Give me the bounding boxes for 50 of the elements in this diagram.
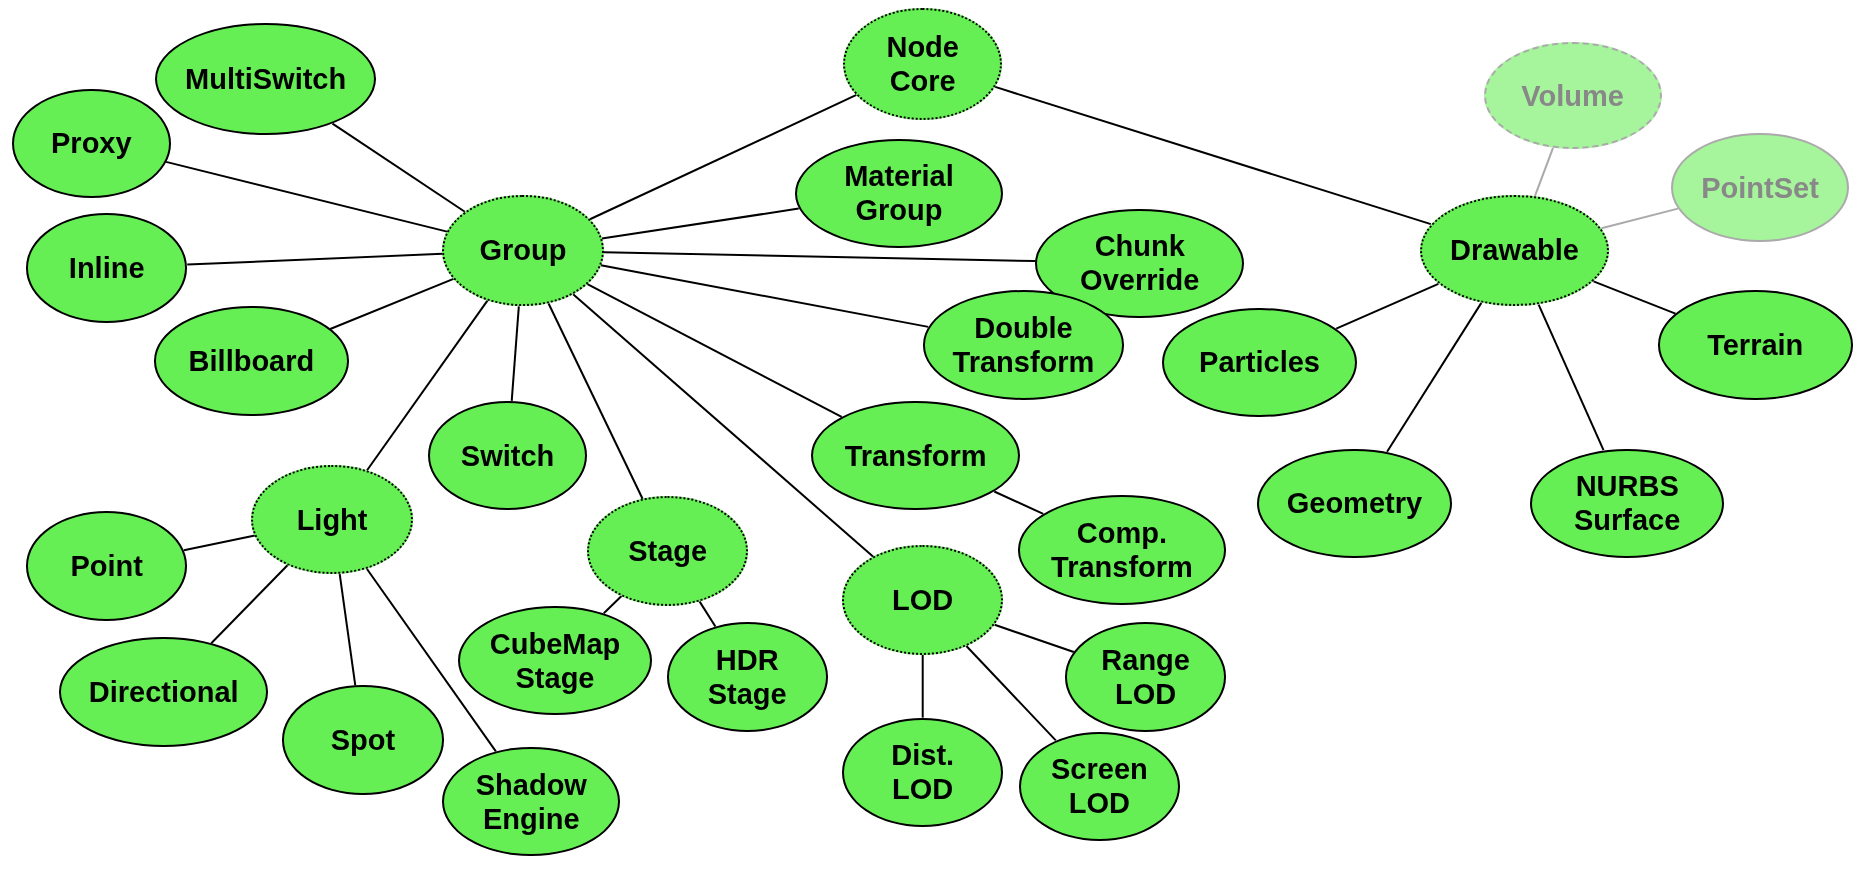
node-label: Volume (1521, 78, 1624, 113)
node-label: LOD (892, 582, 954, 617)
node-label: HDR Stage (706, 642, 788, 711)
node-label: Terrain (1707, 327, 1804, 362)
node-label: PointSet (1701, 170, 1819, 205)
node-label: Dist. LOD (890, 738, 956, 807)
node-label: Switch (460, 438, 555, 473)
connector-line (510, 305, 520, 402)
node-label: Shadow Engine (474, 767, 588, 836)
node-label: Double Transform (951, 310, 1096, 379)
connector-line (1592, 280, 1677, 315)
node-label: Group (479, 233, 567, 268)
connector-line (993, 490, 1045, 515)
node-label: Spot (330, 722, 396, 757)
connector-line (994, 85, 1432, 226)
node-label: Light (296, 502, 368, 537)
connector-line (331, 122, 466, 213)
connector-line (921, 653, 924, 719)
connector-line (338, 573, 357, 687)
node-label: Node Core (885, 30, 960, 99)
connector-line (366, 299, 489, 472)
node-label: Range LOD (1100, 642, 1191, 711)
node-label: Chunk Override (1079, 229, 1201, 298)
connector-line (586, 283, 843, 418)
connector-line (698, 600, 717, 628)
node-label: MultiSwitch (185, 62, 347, 97)
connector-line (572, 293, 875, 558)
node-label: Material Group (843, 159, 955, 228)
node-label: CubeMap Stage (488, 626, 622, 695)
node-label: Directional (88, 675, 239, 709)
connector-line (602, 594, 623, 615)
connector-line (186, 252, 444, 266)
node-label: Stage (628, 534, 708, 569)
connector-line (1335, 282, 1440, 330)
node-label: Screen LOD (1050, 752, 1149, 821)
node-label: Particles (1199, 345, 1320, 380)
node-label: Transform (844, 438, 987, 473)
node-label: Billboard (188, 344, 315, 379)
node-label: Point (70, 549, 143, 584)
connector-line (210, 564, 289, 645)
node-label: Proxy (51, 126, 132, 161)
connector-line (329, 277, 455, 331)
connector-line (965, 645, 1057, 742)
connector-line (602, 251, 1037, 263)
connector-line (365, 567, 497, 753)
node-label: NURBS Surface (1573, 469, 1682, 538)
node-label: Drawable (1450, 233, 1579, 268)
node-label: Comp. Transform (1050, 515, 1194, 584)
node-label: Inline (68, 250, 145, 285)
node-label: Geometry (1286, 486, 1423, 521)
